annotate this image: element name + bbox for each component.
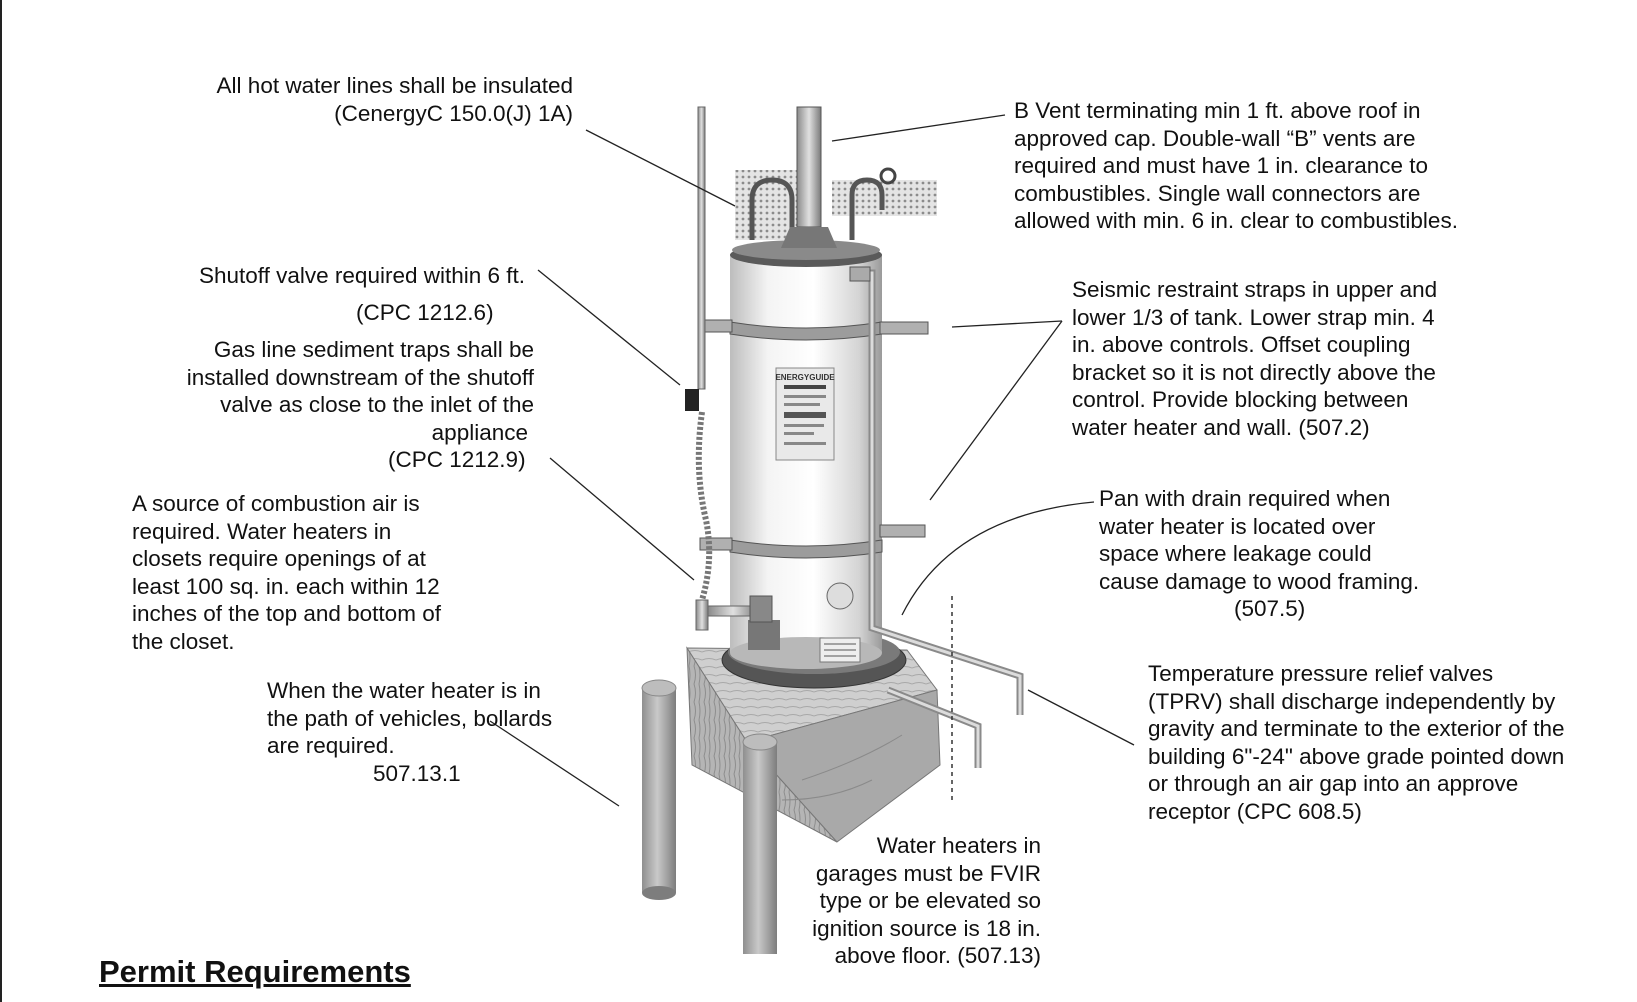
fvir-garage-callout: Water heaters in garages must be FVIR ty… [812, 833, 1041, 969]
insulation-callout: All hot water lines shall be insulated (… [216, 73, 573, 126]
pipe-insulation [735, 167, 937, 240]
b-vent-callout: B Vent terminating min 1 ft. above roof … [1014, 98, 1458, 234]
b-vent-pipe [781, 106, 837, 248]
permit-requirements-heading: Permit Requirements [99, 954, 411, 989]
water-heater-tank: ENERGYGUIDE [699, 240, 929, 669]
shutoff-valve-callout: Shutoff valve required within 6 ft. [199, 263, 526, 288]
bollards [641, 679, 778, 954]
combustion-air-callout: A source of combustion air is required. … [132, 491, 441, 654]
pan-drain-pipe [886, 686, 982, 768]
leader-lines [489, 114, 1135, 807]
bollards-callout: When the water heater is in the path of … [267, 678, 553, 759]
tprv-callout: Temperature pressure relief valves (TPRV… [1148, 661, 1565, 824]
energy-guide-label: ENERGYGUIDE [775, 373, 835, 382]
tprv-discharge-pipe [849, 266, 1024, 715]
pan-drain-code: (507.5) [1234, 596, 1306, 621]
sediment-trap-code: (CPC 1212.9) [388, 447, 526, 472]
bollards-code: 507.13.1 [373, 761, 461, 786]
seismic-strap-callout: Seismic restraint straps in upper and lo… [1072, 277, 1438, 440]
gas-line [685, 106, 773, 631]
shutoff-valve-code: (CPC 1212.6) [356, 300, 494, 325]
sediment-trap-callout: Gas line sediment traps shall be install… [186, 337, 534, 445]
pan-drain-callout: Pan with drain required when water heate… [1099, 486, 1420, 594]
